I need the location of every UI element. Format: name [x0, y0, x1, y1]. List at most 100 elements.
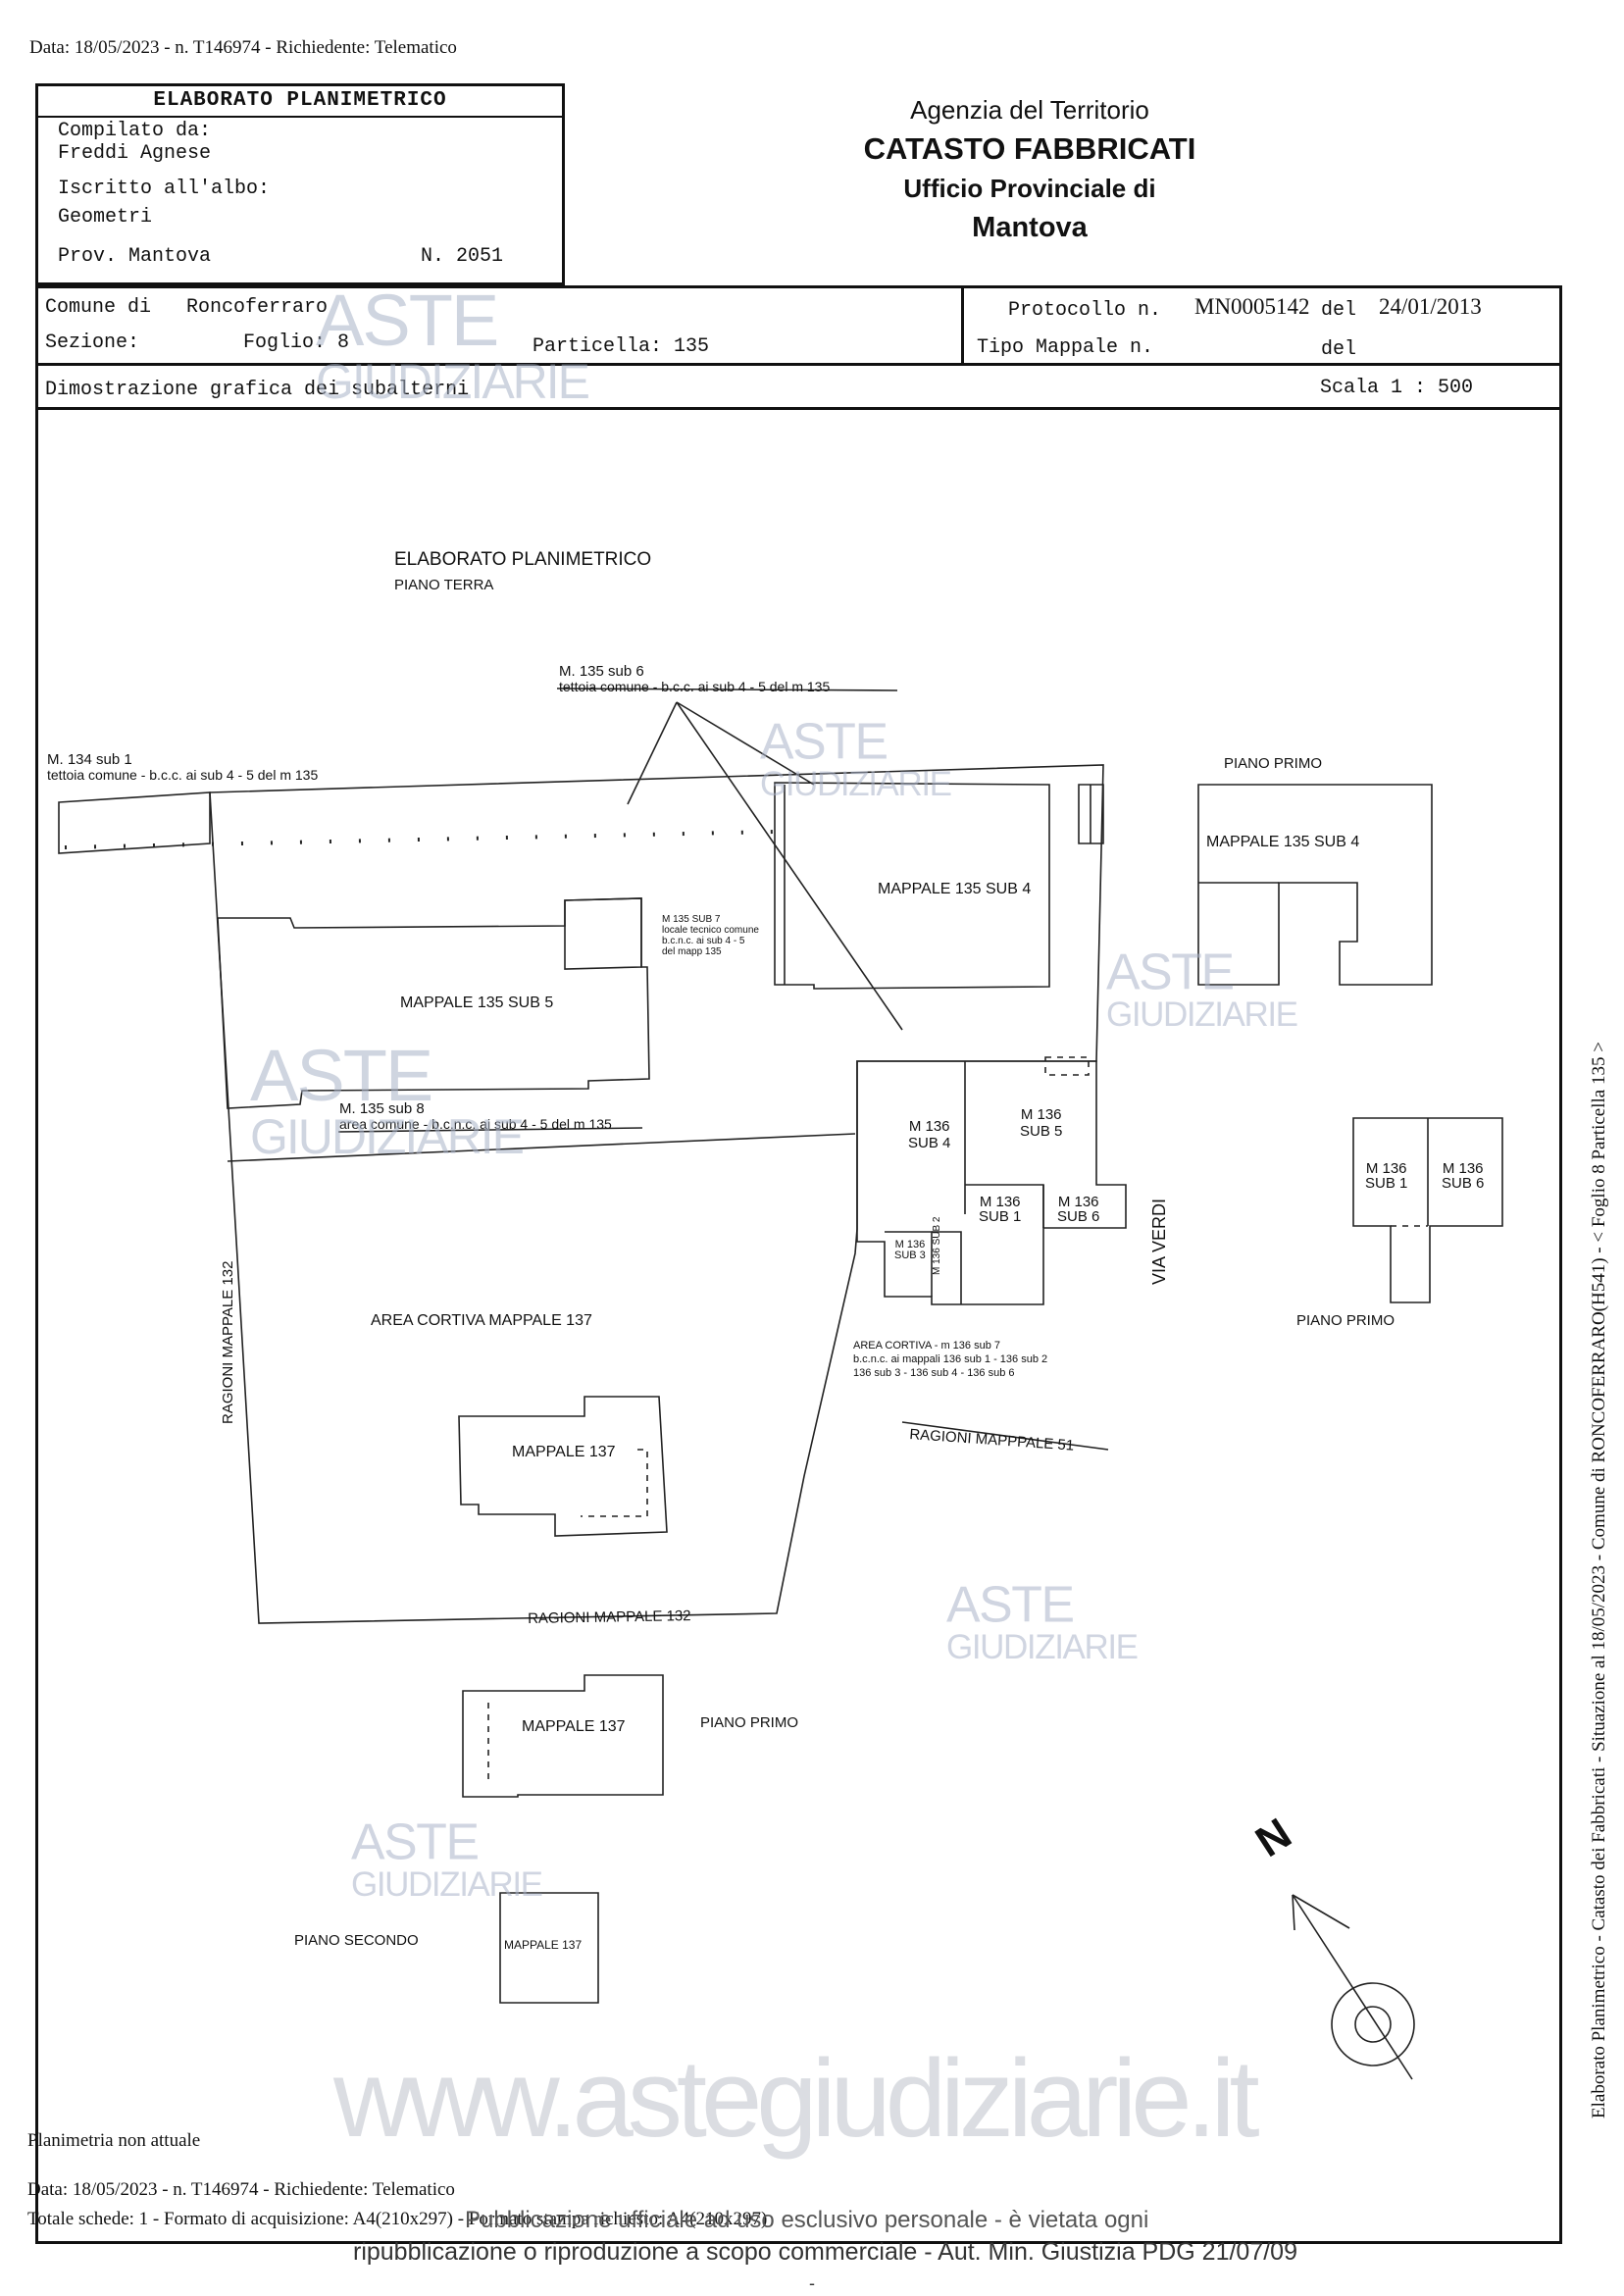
- office-city: Mantova: [972, 212, 1088, 243]
- north-arrow-shaft: [1292, 1894, 1413, 2080]
- agency-block: Agenzia del Territorio CATASTO FABBRICAT…: [863, 90, 1196, 247]
- building-135-sub5: [217, 897, 650, 1109]
- north-arrow-outer-ring: [1331, 1982, 1415, 2066]
- second-floor-137: [499, 1892, 599, 2004]
- compiled-label: Compilato da:: [58, 120, 212, 142]
- label-m136-sub2: M 136 SUB 2: [932, 1216, 942, 1275]
- label-134-sub1: M. 134 sub 1: [47, 751, 132, 768]
- sezione-label: Sezione:: [45, 332, 140, 354]
- north-arrow-head-1: [1292, 1894, 1295, 1931]
- label-135-sub7-desc1: locale tecnico comune: [662, 925, 759, 936]
- tettoia-m134-dots: [64, 830, 776, 849]
- tipo-mappale-del: del: [1321, 338, 1357, 361]
- building-137-dashed: [581, 1449, 648, 1517]
- label-mappale-135-sub4: MAPPALE 135 SUB 4: [878, 881, 1032, 897]
- protocollo-value: MN0005142: [1194, 294, 1310, 319]
- comune-value: Roncoferraro: [186, 296, 329, 319]
- label-135-sub7-desc2: b.c.n.c. ai sub 4 - 5: [662, 936, 745, 946]
- registration-number: N. 2051: [421, 245, 504, 268]
- info-row-divider: [961, 285, 964, 366]
- main-frame: [35, 285, 1562, 2244]
- info-row-scale: [35, 366, 1562, 410]
- tipo-mappale-label: Tipo Mappale n.: [977, 336, 1154, 359]
- label-135-sub7: M 135 SUB 7: [662, 914, 721, 925]
- footer-data-line: Data: 18/05/2023 - n. T146974 - Richiede…: [27, 2179, 455, 2200]
- watermark-site-url: www.astegiudiziarie.it: [333, 2037, 1260, 2160]
- particella: Particella: 135: [533, 335, 710, 358]
- first-floor-137: [462, 1674, 664, 1798]
- scale-label: Scala 1 : 500: [1320, 377, 1474, 399]
- province: Prov. Mantova: [58, 245, 212, 268]
- footer-totale: Totale schede: 1 - Formato di acquisizio…: [27, 2209, 768, 2229]
- label-135-sub6-desc: tettoia comune - b.c.c. ai sub 4 - 5 del…: [559, 679, 831, 694]
- footer-publication-notice-2: ripubblicazione o riproduzione a scopo c…: [353, 2238, 1297, 2266]
- label-mappale-137-ground: MAPPALE 137: [512, 1444, 616, 1460]
- compiled-name: Freddi Agnese: [58, 142, 212, 165]
- label-area-cortiva-137: AREA CORTIVA MAPPALE 137: [371, 1312, 592, 1329]
- north-arrow-head-2: [1292, 1894, 1350, 1929]
- tettoia-m134: [58, 791, 211, 854]
- plan-subtitle: PIANO TERRA: [394, 577, 494, 593]
- sub8-label-line: [337, 1127, 643, 1133]
- info-row-top: [35, 285, 1562, 366]
- label-135-sub7-desc3: del mapp 135: [662, 946, 722, 957]
- document-header-line: Data: 18/05/2023 - n. T146974 - Richiede…: [29, 37, 457, 58]
- label-area-cortiva-136-desc1: b.c.n.c. ai mappali 136 sub 1 - 136 sub …: [853, 1353, 1048, 1365]
- label-ragioni-132-bottom: RAGIONI MAPPALE 132: [528, 1607, 691, 1627]
- building-136: [856, 1060, 1127, 1305]
- label-mappale-135-sub5: MAPPALE 135 SUB 5: [400, 995, 554, 1011]
- professional-box: ELABORATO PLANIMETRICO Compilato da: Fre…: [35, 83, 565, 285]
- footer-dash: -: [809, 2273, 815, 2293]
- label-area-cortiva-136: AREA CORTIVA - m 136 sub 7: [853, 1340, 1000, 1352]
- comune-label: Comune di: [45, 296, 152, 319]
- sub6-leader-2: [676, 701, 815, 786]
- street-via-verdi: VIA VERDI: [1149, 1198, 1169, 1285]
- label-piano-primo-137: PIANO PRIMO: [700, 1714, 799, 1731]
- catasto-title: CATASTO FABBRICATI: [863, 131, 1196, 166]
- building-135-sub4: [774, 782, 1050, 990]
- professional-box-title: ELABORATO PLANIMETRICO: [38, 86, 562, 118]
- albo-label: Iscritto all'albo:: [58, 178, 271, 200]
- label-first-floor-135-sub4: MAPPALE 135 SUB 4: [1206, 834, 1360, 850]
- building-137-ground: [458, 1396, 668, 1537]
- m136-dashed: [1044, 1056, 1090, 1076]
- protocollo-del: del: [1321, 299, 1357, 322]
- agency-name: Agenzia del Territorio: [910, 95, 1149, 125]
- small-box-1: [1078, 784, 1104, 844]
- label-135-sub8-desc: area comune - b.c.n.c. ai sub 4 - 5 del …: [339, 1116, 612, 1132]
- foglio: Foglio: 8: [243, 332, 350, 354]
- first-floor-135-sub4: [1197, 784, 1433, 986]
- protocollo-date: 24/01/2013: [1379, 294, 1482, 319]
- label-piano-primo-136: PIANO PRIMO: [1296, 1312, 1396, 1329]
- sub6-label-line: [556, 688, 898, 691]
- label-second-floor-137: MAPPALE 137: [504, 1938, 583, 1952]
- side-caption: Elaborato Planimetrico - Catasto dei Fab…: [1589, 1042, 1609, 2118]
- label-piano-secondo: PIANO SECONDO: [294, 1932, 419, 1949]
- sub7-box: [564, 897, 642, 970]
- label-135-sub8: M. 135 sub 8: [339, 1100, 425, 1117]
- footer-non-attuale: Planimetria non attuale: [27, 2130, 201, 2151]
- sub6-leader-3: [676, 701, 903, 1031]
- sub8-boundary: [227, 1133, 856, 1162]
- label-134-sub1-desc: tettoia comune - b.c.c. ai sub 4 - 5 del…: [47, 767, 319, 783]
- office-label: Ufficio Provinciale di: [903, 174, 1156, 203]
- first-floor-136: [1352, 1117, 1503, 1303]
- label-ragioni-132-left: RAGIONI MAPPALE 132: [220, 1260, 236, 1424]
- north-arrow-inner-ring: [1354, 2006, 1392, 2043]
- lot-outline: [209, 764, 1104, 1624]
- footer-publication-notice-1: Pubblicazione ufficiale ad uso esclusivo…: [465, 2207, 1149, 2233]
- label-area-cortiva-136-desc2: 136 sub 3 - 136 sub 4 - 136 sub 6: [853, 1367, 1015, 1379]
